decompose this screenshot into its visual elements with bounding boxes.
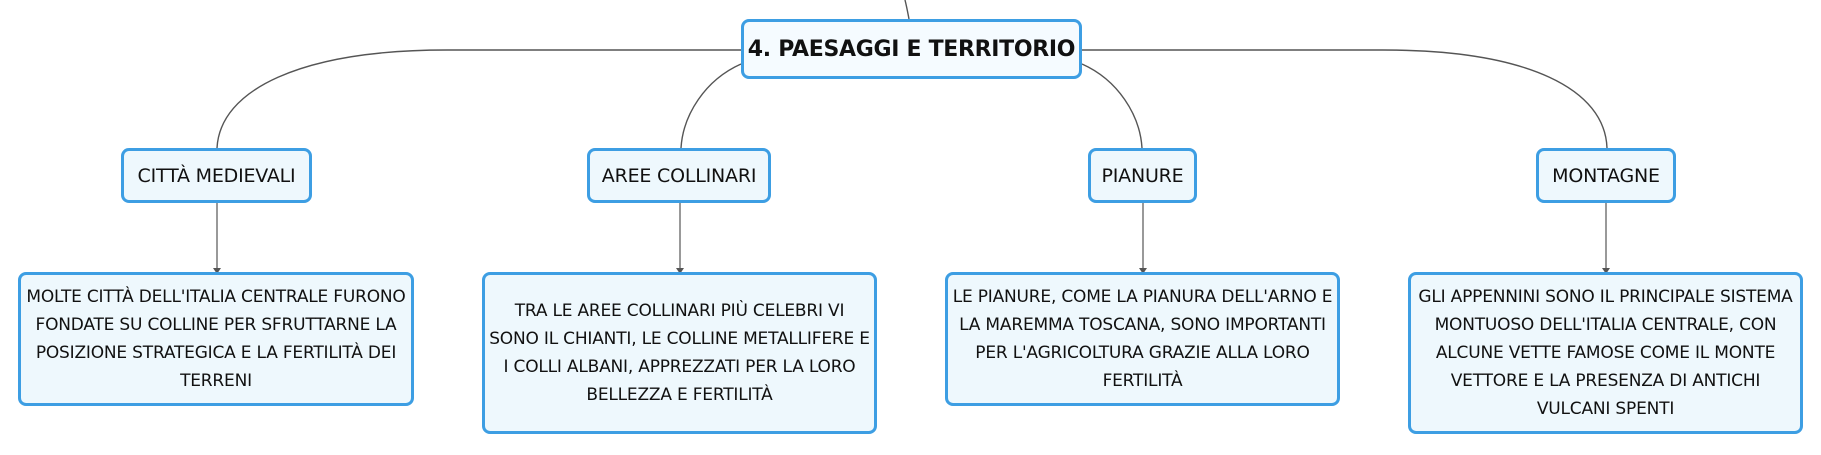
detail-node-text: MOLTE CITTÀ DELL'ITALIA CENTRALE FURONO … — [26, 287, 406, 391]
arrowhead-aree-collinari — [676, 268, 684, 274]
root-node-paesaggi-e-territorio[interactable]: 4. PAESAGGI E TERRITORIO — [741, 19, 1082, 79]
detail-node-aree-collinari[interactable]: TRA LE AREE COLLINARI PIÙ CELEBRI VI SON… — [482, 272, 877, 434]
connector-root-citta-medievali — [216, 49, 741, 149]
topic-node-montagne[interactable]: MONTAGNE — [1536, 148, 1676, 203]
detail-node-text: LE PIANURE, COME LA PIANURA DELL'ARNO E … — [952, 287, 1333, 391]
topic-node-label: PIANURE — [1101, 164, 1184, 187]
connector-root-montagne — [1082, 49, 1608, 149]
topic-node-pianure[interactable]: PIANURE — [1088, 148, 1197, 203]
parent-connector — [904, 0, 910, 20]
detail-node-montagne[interactable]: GLI APPENNINI SONO IL PRINCIPALE SISTEMA… — [1408, 272, 1803, 434]
topic-node-citta-medievali[interactable]: CITTÀ MEDIEVALI — [121, 148, 312, 203]
connector-root-aree-collinari — [680, 63, 742, 149]
arrowhead-montagne — [1602, 268, 1610, 274]
arrowhead-citta-medievali — [213, 268, 221, 274]
detail-node-text: GLI APPENNINI SONO IL PRINCIPALE SISTEMA… — [1418, 287, 1793, 419]
arrowhead-pianure — [1139, 268, 1147, 274]
topic-node-label: CITTÀ MEDIEVALI — [137, 164, 296, 187]
detail-node-text: TRA LE AREE COLLINARI PIÙ CELEBRI VI SON… — [489, 301, 870, 405]
detail-node-pianure[interactable]: LE PIANURE, COME LA PIANURA DELL'ARNO E … — [945, 272, 1340, 406]
connector-root-pianure — [1081, 63, 1143, 149]
topic-node-label: AREE COLLINARI — [601, 164, 757, 187]
topic-node-aree-collinari[interactable]: AREE COLLINARI — [587, 148, 771, 203]
root-node-label: 4. PAESAGGI E TERRITORIO — [747, 36, 1076, 62]
topic-node-label: MONTAGNE — [1552, 164, 1660, 187]
detail-node-citta-medievali[interactable]: MOLTE CITTÀ DELL'ITALIA CENTRALE FURONO … — [18, 272, 414, 406]
